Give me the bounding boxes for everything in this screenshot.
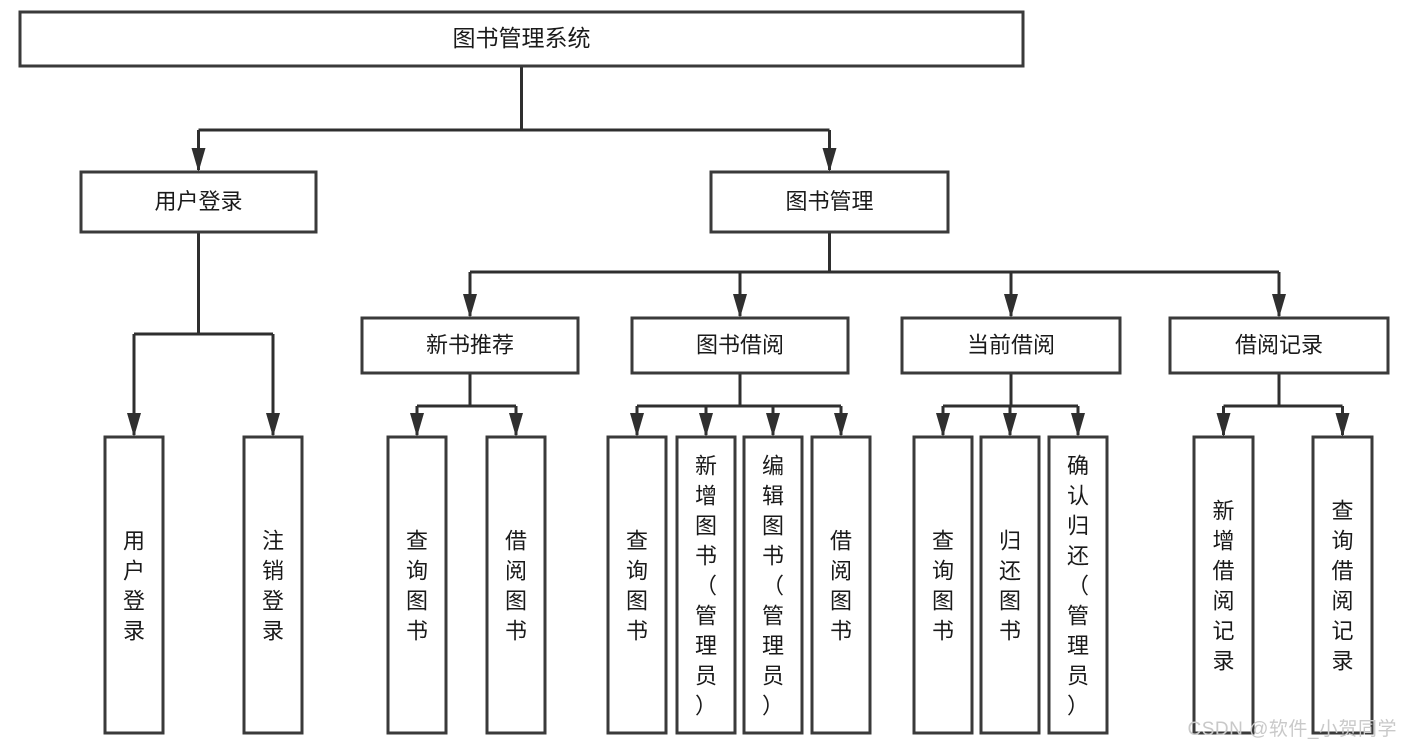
leaf-node-9[interactable]: 归还图书 [979, 435, 1041, 735]
leaf-node-12-box [1311, 435, 1374, 735]
group-3-arrow-1 [1335, 413, 1350, 437]
level3-node-3-box [1168, 316, 1390, 375]
leaf-node-10[interactable]: 确认归还（管理员） [1047, 435, 1109, 735]
leaf-node-10-label: 确认归还（管理员） [1067, 453, 1089, 718]
level2-node-1-box [709, 170, 950, 234]
leaf-node-11-label: 新增借阅记录 [1212, 498, 1234, 673]
user-login-arrow-0 [127, 413, 141, 437]
leaf-node-7-box [810, 435, 872, 735]
leaf-node-0[interactable]: 用户登录 [103, 435, 165, 735]
leaf-node-6[interactable]: 编辑图书（管理员） [742, 435, 804, 735]
leaf-node-0-label: 用户登录 [123, 528, 145, 643]
leaf-node-1[interactable]: 注销登录 [242, 435, 304, 735]
level3-node-0[interactable]: 新书推荐 [360, 316, 580, 375]
leaf-node-6-box [742, 435, 804, 735]
root-node-box [18, 10, 1025, 68]
level3-node-3-label: 借阅记录 [1235, 332, 1323, 357]
leaf-node-12-label: 查询借阅记录 [1331, 498, 1353, 673]
level3-node-2-box [900, 316, 1122, 375]
group-1-arrow-0 [630, 413, 644, 437]
leaf-node-12[interactable]: 查询借阅记录 [1311, 435, 1374, 735]
leaf-node-2-box [386, 435, 448, 735]
level3-node-1-box [630, 316, 850, 375]
group-2-arrow-2 [1071, 413, 1085, 437]
leaf-node-9-label: 归还图书 [999, 528, 1021, 643]
root-node[interactable]: 图书管理系统 [18, 10, 1025, 68]
leaf-node-4-box [606, 435, 668, 735]
leaf-node-4[interactable]: 查询图书 [606, 435, 668, 735]
level3-node-0-box [360, 316, 580, 375]
leaf-node-5[interactable]: 新增图书（管理员） [675, 435, 737, 735]
book-mgmt-arrow-0 [463, 294, 477, 318]
connector-layer [127, 66, 1350, 437]
level2-node-0-label: 用户登录 [154, 189, 242, 214]
leaf-node-6-label: 编辑图书（管理员） [762, 453, 784, 718]
group-1-arrow-2 [766, 413, 780, 437]
leaf-node-3[interactable]: 借阅图书 [485, 435, 547, 735]
level3-node-2[interactable]: 当前借阅 [900, 316, 1122, 375]
group-1-arrow-1 [699, 413, 713, 437]
leaf-node-3-label: 借阅图书 [505, 528, 527, 643]
level2-node-1-label: 图书管理 [785, 189, 873, 214]
leaf-node-8-label: 查询图书 [932, 528, 954, 643]
leaf-node-0-box [103, 435, 165, 735]
leaf-node-10-box [1047, 435, 1109, 735]
group-0-arrow-1 [509, 413, 523, 437]
leaf-node-7[interactable]: 借阅图书 [810, 435, 872, 735]
leaf-node-3-box [485, 435, 547, 735]
leaf-node-5-box [675, 435, 737, 735]
level3-node-1[interactable]: 图书借阅 [630, 316, 850, 375]
leaf-node-11[interactable]: 新增借阅记录 [1192, 435, 1255, 735]
level2-node-0[interactable]: 用户登录 [79, 170, 318, 234]
book-mgmt-arrow-2 [1004, 294, 1018, 318]
user-login-arrow-1 [266, 413, 280, 437]
level3-node-3[interactable]: 借阅记录 [1168, 316, 1390, 375]
root-arrow-1 [822, 148, 837, 172]
group-0-arrow-0 [410, 413, 424, 437]
leaf-node-9-box [979, 435, 1041, 735]
level2-node-1[interactable]: 图书管理 [709, 170, 950, 234]
level2-node-0-box [79, 170, 318, 234]
leaf-node-2-label: 查询图书 [406, 528, 428, 643]
leaf-node-5-label: 新增图书（管理员） [695, 453, 717, 718]
leaf-node-8[interactable]: 查询图书 [912, 435, 974, 735]
leaf-node-8-box [912, 435, 974, 735]
leaf-node-2[interactable]: 查询图书 [386, 435, 448, 735]
level3-node-2-label: 当前借阅 [967, 332, 1055, 357]
book-mgmt-arrow-1 [733, 294, 747, 318]
group-3-arrow-0 [1216, 413, 1231, 437]
book-mgmt-arrow-3 [1272, 294, 1286, 318]
group-1-arrow-3 [834, 413, 848, 437]
leaf-node-11-box [1192, 435, 1255, 735]
level3-node-0-label: 新书推荐 [426, 332, 514, 357]
group-2-arrow-1 [1003, 413, 1017, 437]
group-2-arrow-0 [936, 413, 950, 437]
leaf-node-7-label: 借阅图书 [830, 528, 852, 643]
root-arrow-0 [191, 148, 206, 172]
root-node-label: 图书管理系统 [453, 25, 591, 51]
leaf-node-1-box [242, 435, 304, 735]
leaf-node-1-label: 注销登录 [262, 528, 284, 643]
node-layer: 图书管理系统用户登录图书管理新书推荐图书借阅当前借阅借阅记录用户登录注销登录查询… [18, 10, 1390, 735]
leaf-node-4-label: 查询图书 [626, 528, 648, 643]
level3-node-1-label: 图书借阅 [696, 332, 784, 357]
